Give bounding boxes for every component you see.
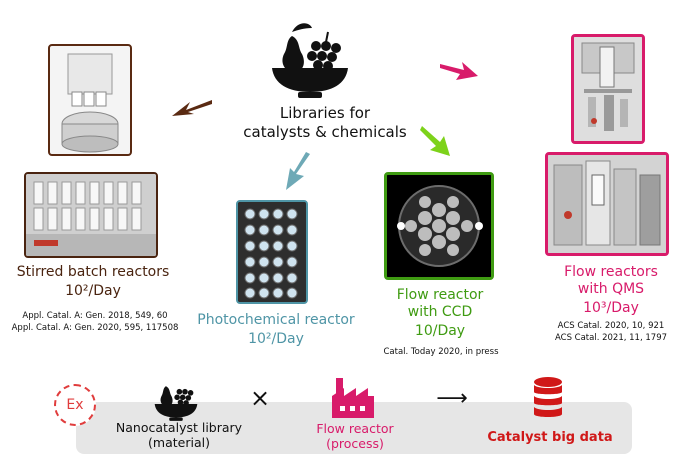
arrow-to-batch-icon — [172, 100, 212, 116]
arrow-to-qms-icon — [440, 62, 478, 80]
fruit-bowl-small-icon — [154, 386, 198, 421]
photochemical-photo — [236, 200, 308, 304]
example-result-label: Catalyst big data — [487, 430, 613, 445]
times-symbol: × — [249, 384, 271, 412]
batch-citations: Appl. Catal. A: Gen. 2018, 549, 60 Appl.… — [11, 311, 179, 333]
factory-icon — [332, 378, 374, 418]
hub: Libraries for catalysts & chemicals — [225, 18, 425, 148]
arrow-to-photochemical-icon — [286, 152, 310, 190]
batch-robot-photo — [48, 44, 132, 156]
example-badge-label: Ex — [66, 397, 84, 413]
arrow-to-ccd-icon — [420, 126, 450, 156]
photochemical-title: Photochemical reactor — [197, 312, 355, 328]
ccd-rate: 10/Day — [414, 323, 466, 339]
ccd-photo — [384, 172, 494, 280]
photochemical-rate: 10²/Day — [248, 331, 304, 347]
example-process-label: Flow reactor (process) — [316, 421, 394, 451]
batch-vials-photo — [24, 172, 158, 258]
qms-top-photo — [571, 34, 645, 144]
ccd-citations: Catal. Today 2020, in press — [383, 347, 499, 357]
qms-rate: 10³/Day — [583, 300, 639, 316]
hub-label: Libraries for catalysts & chemicals — [243, 104, 407, 141]
example-library-label: Nanocatalyst library (material) — [115, 420, 243, 450]
qms-bottom-photo — [545, 152, 669, 256]
qms-citations: ACS Catal. 2020, 10, 921 ACS Catal. 2021… — [554, 321, 668, 343]
example-arrow: ⟶ — [436, 386, 468, 411]
ccd-title: Flow reactor with CCD — [396, 287, 484, 320]
batch-title: Stirred batch reactors — [16, 264, 170, 280]
fruit-bowl-icon — [272, 23, 348, 98]
database-icon — [534, 377, 562, 417]
qms-title: Flow reactors with QMS — [564, 264, 658, 297]
batch-rate: 10²/Day — [65, 283, 121, 299]
example-badge: Ex — [54, 384, 96, 426]
